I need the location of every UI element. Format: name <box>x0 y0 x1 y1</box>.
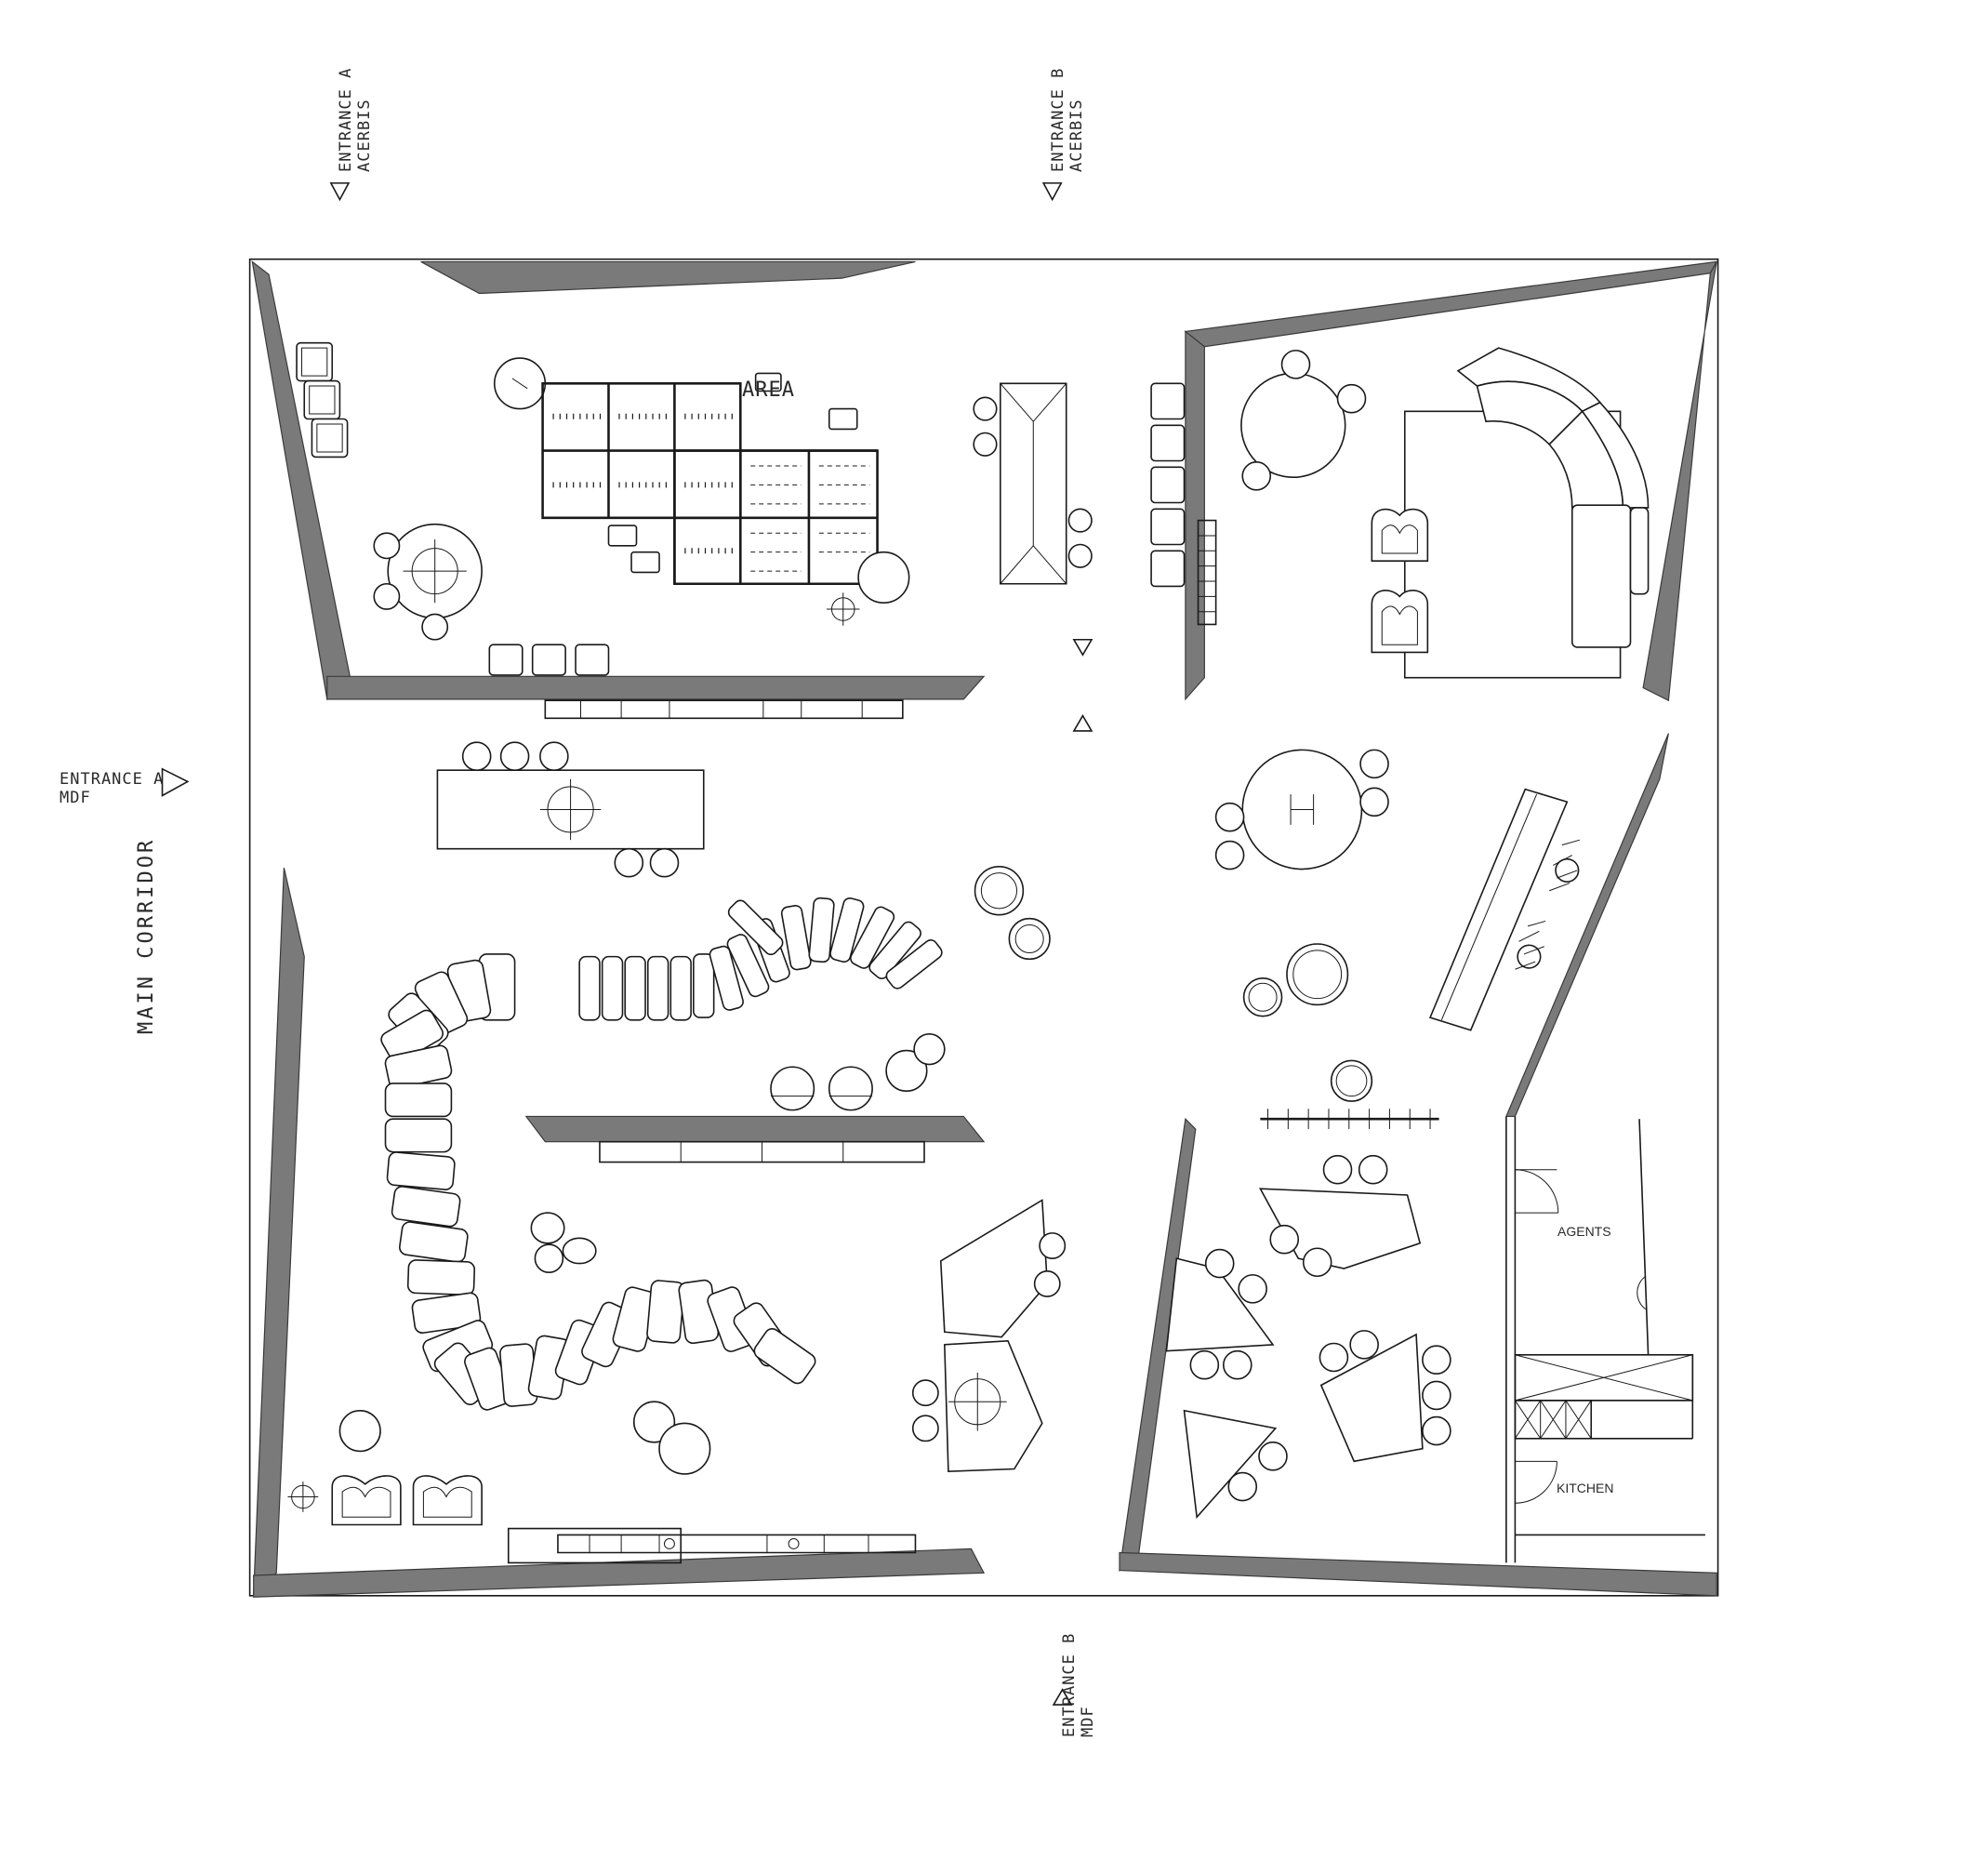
entrance-b-acerbis-label: ENTRANCE B ACERBIS <box>1049 67 1086 172</box>
wall-left-lower <box>254 868 305 1594</box>
tiled-rug <box>543 383 878 583</box>
entrance-a-acerbis-label: ENTRANCE A ACERBIS <box>337 67 374 172</box>
area-label: AREA <box>742 379 795 402</box>
right-middle-area <box>1216 750 1580 1129</box>
serpentine-sofa-upper <box>579 897 944 1020</box>
entrance-b-acerbis-arrow-icon <box>1043 183 1061 200</box>
central-long-table <box>974 383 1092 583</box>
round-dining-table-left <box>374 525 482 640</box>
wall-top-left-lower <box>327 676 984 699</box>
serpentine-sofa-lower <box>378 954 818 1412</box>
meeting-table-center-left <box>437 742 703 877</box>
entrance-a-mdf-arrow-icon <box>163 769 188 796</box>
wall-right-lower-bottom <box>1120 1552 1716 1595</box>
wall-right-room-left <box>1186 331 1204 698</box>
top-left-room <box>297 343 909 675</box>
entrance-a-acerbis-arrow-icon <box>331 183 349 200</box>
kitchen-room-label: KITCHEN <box>1557 1481 1614 1495</box>
entrance-b-mdf-label: ENTRANCE B MDF <box>1060 1632 1097 1737</box>
storage-counter-bottom <box>509 1529 916 1563</box>
outer-boundary <box>250 259 1718 1596</box>
right-lower-room <box>1166 1156 1450 1518</box>
armchair-set-left <box>297 343 348 458</box>
wall-top-center <box>421 261 916 293</box>
agents-kitchen-area <box>1515 1119 1705 1534</box>
wall-top-left-diagonal <box>252 261 350 698</box>
armchairs-bottom-left <box>288 1476 483 1525</box>
entrance-marker-icon <box>1074 716 1092 731</box>
bar-counter-center <box>526 1067 984 1162</box>
entrance-a-mdf-label: ENTRANCE A MDF <box>60 770 165 807</box>
top-right-room <box>1151 348 1649 678</box>
storage-counter-top-left <box>545 700 903 718</box>
entrance-marker-icon <box>1074 640 1092 655</box>
entrance-b-mdf-arrow-icon <box>1054 1690 1071 1705</box>
pentagon-tables-center <box>913 1200 1066 1471</box>
main-corridor-label: MAIN CORRIDOR <box>135 837 158 1034</box>
agents-room-label: AGENTS <box>1557 1224 1611 1239</box>
wall-bottom-left <box>254 1548 984 1597</box>
walls <box>252 261 1716 1597</box>
wall-right-room-top <box>1186 261 1716 346</box>
wall-right-room-right <box>1643 261 1716 700</box>
